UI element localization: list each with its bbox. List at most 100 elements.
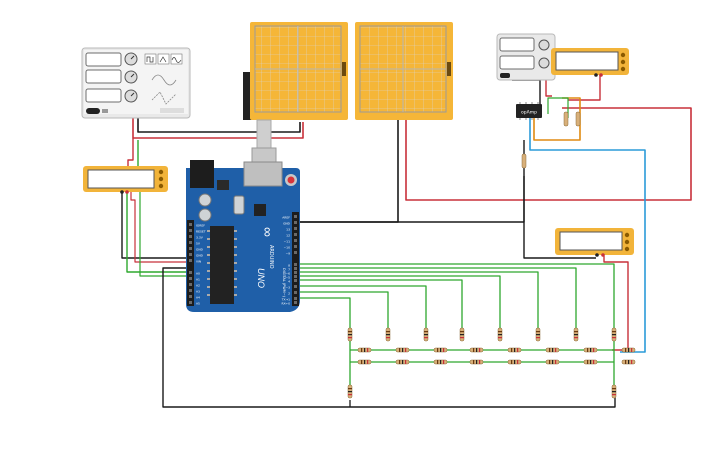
- oscilloscope-2[interactable]: [355, 22, 453, 120]
- arduino-uno-board[interactable]: ∞ ARDUINO UNO DIGITAL (PWM~) POWER IOREF…: [182, 160, 300, 312]
- pin-label-left: A5: [196, 302, 200, 306]
- wire-meter-green: [126, 192, 192, 273]
- resistor: [385, 327, 391, 342]
- resistor: [535, 327, 541, 342]
- multimeter-right[interactable]: [555, 228, 634, 257]
- resistor: [573, 327, 579, 342]
- r2r-resistor-ladder[interactable]: [347, 327, 636, 399]
- sine-wave-icon: [170, 53, 183, 65]
- fg-wave-preview-2: [151, 91, 177, 105]
- oscilloscope-1[interactable]: [243, 22, 348, 120]
- fg-display-1: [85, 52, 122, 67]
- arduino-infinity-logo: ∞: [260, 227, 276, 237]
- pin-label-right: 4: [288, 280, 290, 284]
- resistor: [611, 384, 617, 399]
- resistor: [347, 327, 353, 342]
- resistor: [347, 384, 353, 399]
- pin-label-right: RX←0: [281, 302, 290, 306]
- power-supply[interactable]: [496, 33, 556, 81]
- fg-display-3: [85, 88, 122, 103]
- pin-label-right: GND: [283, 222, 291, 226]
- left-pin-header: [187, 220, 194, 306]
- pin-label-right: ~10: [284, 246, 290, 250]
- power-jack: [190, 160, 214, 188]
- pin-label-left: 5V: [196, 242, 201, 246]
- pin-label-left: A2: [196, 284, 200, 288]
- pin-label-left: A4: [196, 296, 200, 300]
- wire-scope2-red: [405, 107, 692, 201]
- multimeter-left[interactable]: [83, 166, 168, 194]
- pin-label-right: 13: [286, 228, 290, 232]
- resistor: [459, 327, 465, 342]
- opamp-label: opAmp: [521, 110, 537, 116]
- resistor: [357, 347, 372, 353]
- wire-opamp-black: [523, 176, 596, 259]
- pin-label-left: A3: [196, 290, 200, 294]
- pin-label-right: 7: [288, 268, 290, 272]
- wire-meter-tr-red: [568, 75, 601, 101]
- wire-ps-red: [545, 80, 552, 97]
- resistor: [583, 359, 598, 365]
- wire-meter-black: [121, 192, 192, 259]
- opamp-resistors: [521, 111, 581, 169]
- arduino-model-label: UNO: [256, 268, 266, 288]
- pin-label-left: VIN: [196, 260, 201, 264]
- resistor: [433, 347, 448, 353]
- resistor: [545, 359, 560, 365]
- wire-digital-bus: [298, 263, 615, 332]
- wire-opamp-orange: [533, 97, 581, 141]
- resistor: [507, 347, 522, 353]
- arduino-brand-label: ARDUINO: [268, 245, 274, 269]
- wire-a0-green: [139, 192, 192, 277]
- resistor: [469, 359, 484, 365]
- multimeter-top-right[interactable]: [551, 48, 629, 77]
- pin-label-right: AREF: [282, 216, 290, 220]
- wire-gnd-loop: [162, 267, 616, 408]
- wire-fg-to-meter-red: [127, 138, 134, 166]
- wire-scope2-black: [300, 120, 399, 223]
- right-pin-header: [292, 212, 299, 306]
- resistor: [423, 327, 429, 342]
- resistor: [395, 359, 410, 365]
- wire-fg-black: [137, 118, 301, 133]
- wire-meter-red: [130, 192, 192, 263]
- pin-label-right: ~3: [286, 286, 291, 290]
- resistor: [611, 327, 617, 342]
- resistor: [497, 327, 503, 342]
- resistor: [583, 347, 598, 353]
- fg-display-2: [85, 69, 122, 84]
- fg-power-switch: [86, 108, 100, 114]
- function-generator[interactable]: [81, 47, 191, 119]
- wire-fg-red: [132, 118, 304, 139]
- pin-label-right: 2: [288, 292, 290, 296]
- wires: [121, 75, 692, 408]
- opamp-chip[interactable]: opAmp: [516, 102, 542, 120]
- square-wave-icon: [144, 53, 157, 65]
- digital-header-label: DIGITAL (PWM~): [282, 268, 286, 298]
- resistor: [507, 359, 522, 365]
- pin-label-right: ~5: [286, 276, 291, 280]
- pin-label-right: ~6: [286, 272, 291, 276]
- power-header-label: POWER: [182, 232, 186, 246]
- pin-label-right: TX→1: [281, 298, 290, 302]
- wire-opamp-green: [547, 97, 569, 118]
- resistor: [545, 347, 560, 353]
- pin-label-right: 12: [286, 234, 290, 238]
- triangle-wave-icon: [157, 53, 170, 65]
- usb-cable: [256, 119, 272, 151]
- resistor: [433, 359, 448, 365]
- pin-label-left: GND: [196, 254, 204, 258]
- pin-label-left: A1: [196, 278, 200, 282]
- wire-gnd-right: [300, 140, 525, 223]
- pin-label-right: ~9: [286, 252, 291, 256]
- fg-wave-preview-1: [151, 74, 177, 86]
- pin-label-left: A0: [196, 272, 200, 276]
- wire-ps-black: [512, 79, 541, 104]
- usb-port: [243, 161, 283, 187]
- microcontroller-chip: [210, 226, 234, 304]
- pin-label-left: RESET: [196, 230, 206, 234]
- pin-label-left: GND: [196, 248, 204, 252]
- pin-label-right: ~11: [284, 240, 290, 244]
